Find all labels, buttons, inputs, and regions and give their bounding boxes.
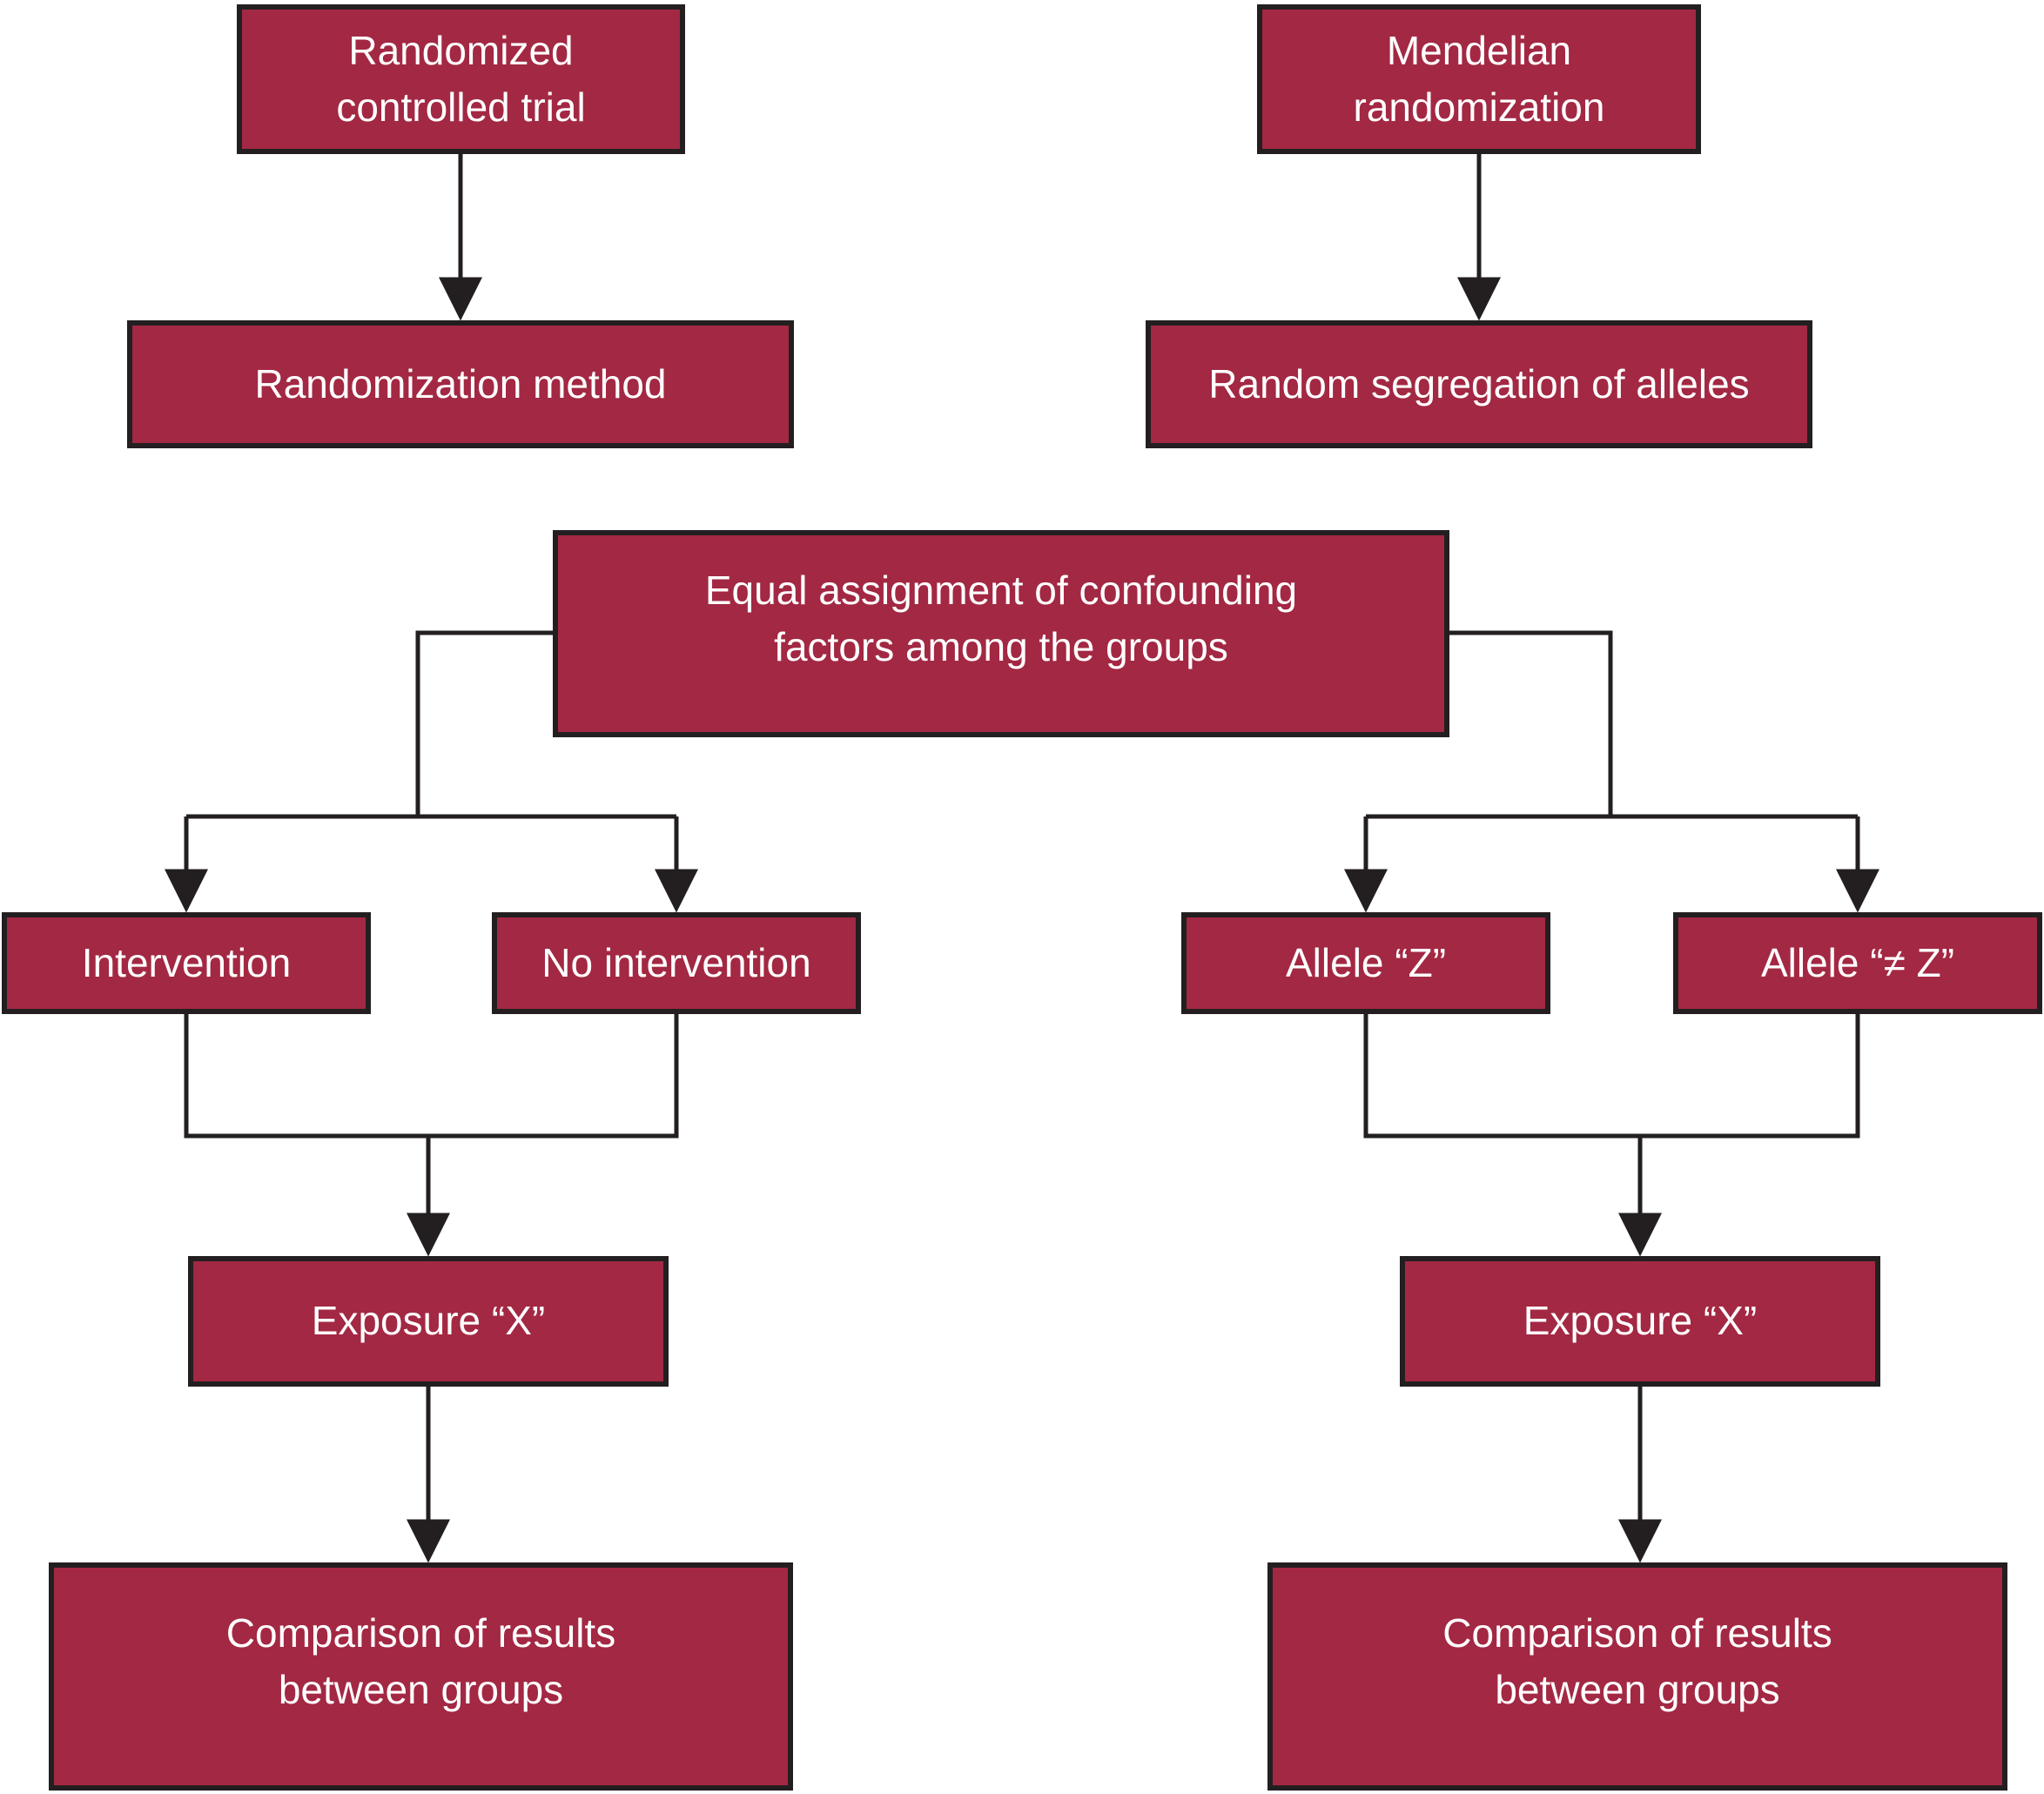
node-no-intervention: No intervention [492,912,861,1014]
node-randomized-controlled-trial: Randomized controlled trial [237,4,685,154]
node-label: Allele “≠ Z” [1760,939,1955,985]
node-label: Randomization method [254,360,667,407]
node-equal-assignment-of-confounding-factors: Equal assignment of confounding factors … [553,530,1449,737]
node-label: Comparison of results between groups [1442,1609,1832,1712]
node-label: Equal assignment of confounding factors … [704,567,1298,669]
node-exposure-x-right: Exposure “X” [1400,1256,1880,1387]
node-label: Comparison of results between groups [225,1609,616,1712]
node-label: No intervention [541,939,811,985]
node-random-segregation-of-alleles: Random segregation of alleles [1146,320,1812,448]
node-intervention: Intervention [2,912,371,1014]
node-exposure-x-left: Exposure “X” [188,1256,669,1387]
node-label: Exposure “X” [1523,1298,1758,1344]
node-label: Exposure “X” [311,1298,546,1344]
node-mendelian-randomization: Mendelian randomization [1257,4,1701,154]
node-label: Randomized controlled trial [336,27,586,130]
connector-equal-right-trunk [1448,630,1613,816]
node-label: Intervention [81,939,292,985]
node-allele-z: Allele “Z” [1181,912,1550,1014]
node-label: Allele “Z” [1285,939,1447,985]
node-label: Random segregation of alleles [1208,360,1750,407]
connector-left-merge-bar [184,1014,679,1139]
node-allele-not-z: Allele “≠ Z” [1673,912,2042,1014]
node-comparison-of-results-right: Comparison of results between groups [1267,1562,2007,1791]
connector-equal-left-trunk [415,630,555,816]
node-comparison-of-results-left: Comparison of results between groups [49,1562,793,1791]
connector-right-merge-bar [1363,1014,1860,1139]
node-label: Mendelian randomization [1353,27,1605,130]
node-randomization-method: Randomization method [127,320,794,448]
